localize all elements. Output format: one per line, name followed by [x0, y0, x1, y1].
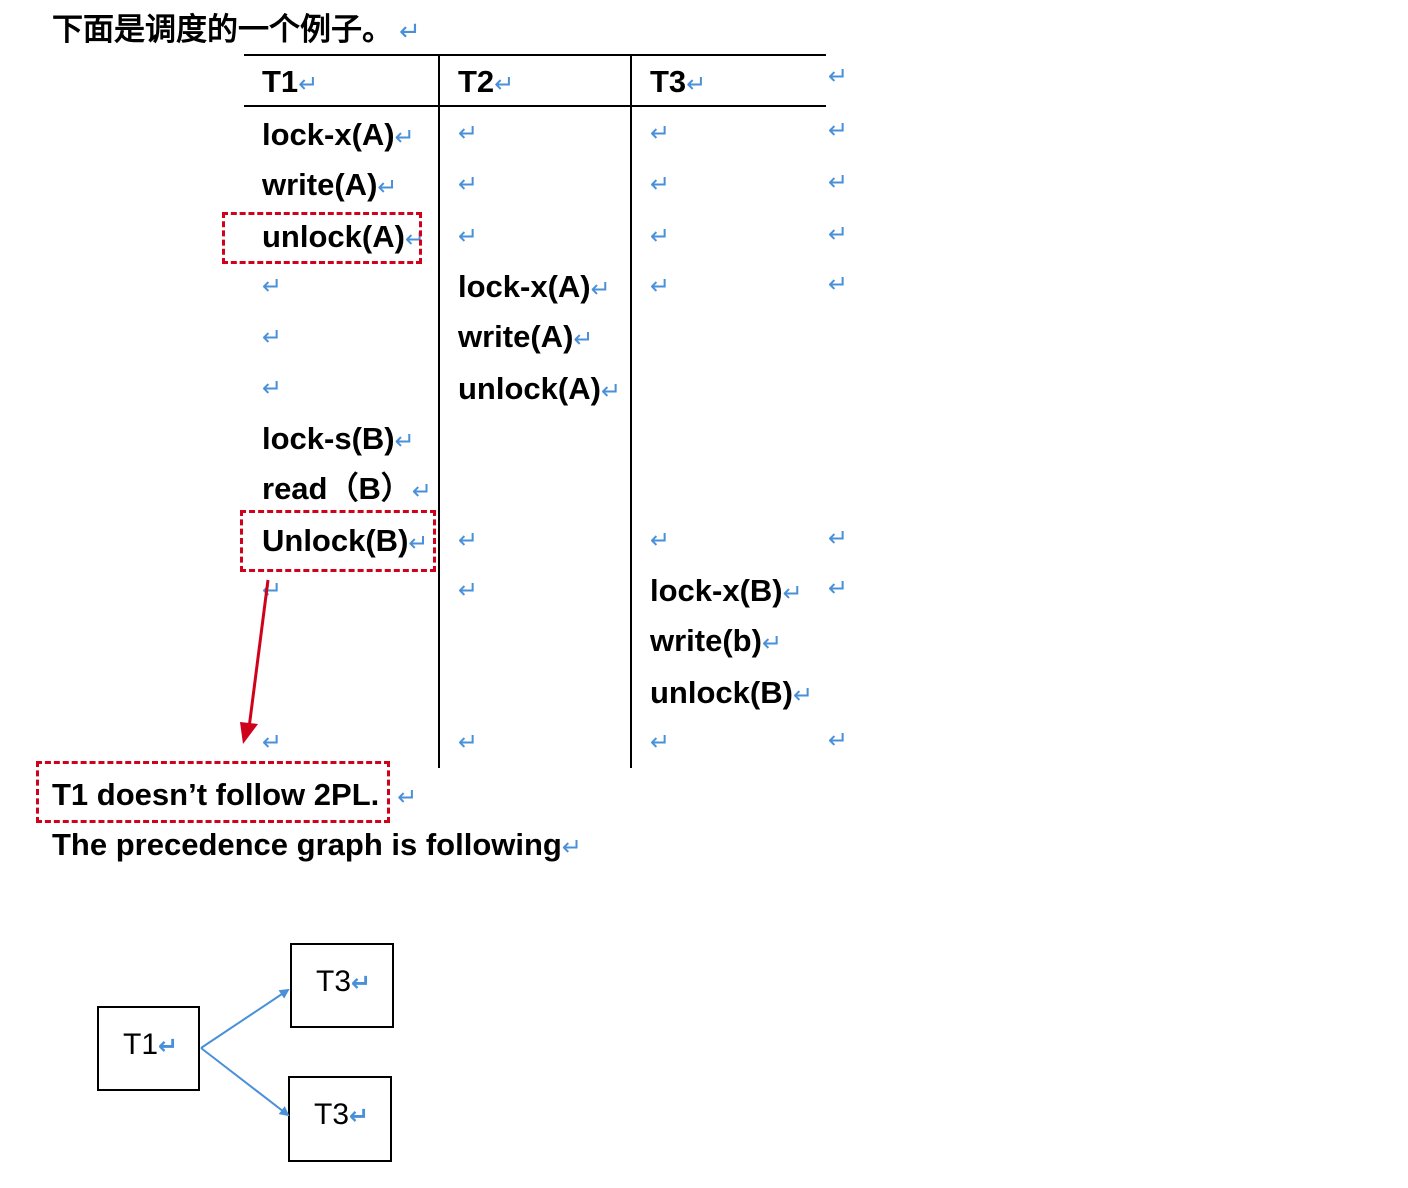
graph-node-t3-bottom: T3↵ — [288, 1076, 392, 1162]
table-column-divider-2 — [630, 54, 632, 768]
graph-caption: The precedence graph is following↵ — [52, 827, 582, 862]
paragraph-mark-icon: ↵ — [828, 270, 849, 298]
paragraph-mark-icon: ↵ — [792, 681, 814, 709]
paragraph-mark-icon: ↵ — [828, 574, 849, 602]
t3-op: lock-x(B)↵ — [650, 573, 803, 608]
paragraph-mark-icon: ↵ — [394, 123, 415, 151]
paragraph-mark-icon: ↵ — [573, 325, 594, 353]
t3-op: write(b)↵ — [650, 623, 783, 658]
paragraph-mark-icon: ↵ — [458, 119, 479, 147]
paragraph-mark-icon: ↵ — [397, 783, 418, 811]
column-header-t3: T3↵ — [650, 64, 707, 99]
paragraph-mark-icon: ↵ — [828, 220, 849, 248]
paragraph-mark-icon: ↵ — [458, 526, 479, 554]
paragraph-mark-icon: ↵ — [650, 526, 671, 554]
t2-op: write(A)↵ — [458, 319, 594, 354]
t2-op: lock-x(A)↵ — [458, 269, 611, 304]
paragraph-mark-icon: ↵ — [650, 728, 671, 756]
paragraph-mark-icon: ↵ — [399, 17, 421, 47]
paragraph-mark-icon: ↵ — [590, 275, 611, 303]
paragraph-mark-icon: ↵ — [298, 70, 319, 98]
paragraph-mark-icon: ↵ — [458, 170, 479, 198]
column-header-t2: T2↵ — [458, 64, 515, 99]
paragraph-mark-icon: ↵ — [262, 272, 283, 300]
column-header-t1: T1↵ — [262, 64, 319, 99]
page-heading: 下面是调度的一个例子。↵ — [52, 10, 421, 52]
paragraph-mark-icon: ↵ — [828, 168, 849, 196]
paragraph-mark-icon: ↵ — [262, 728, 283, 756]
t1-op: lock-x(A)↵ — [262, 117, 415, 152]
paragraph-mark-icon: ↵ — [600, 377, 622, 405]
paragraph-mark-icon: ↵ — [349, 1102, 370, 1130]
paragraph-mark-icon: ↵ — [458, 222, 479, 250]
paragraph-mark-icon: ↵ — [650, 222, 671, 250]
paragraph-mark-icon: ↵ — [761, 629, 783, 657]
table-header-rule — [244, 105, 826, 107]
table-column-divider-1 — [438, 54, 440, 768]
t1-op: Unlock(B)↵ — [262, 523, 429, 558]
t2-op: unlock(A)↵ — [458, 371, 622, 406]
t1-op: read（B）↵ — [262, 471, 432, 506]
paragraph-mark-icon: ↵ — [828, 62, 849, 90]
paragraph-mark-icon: ↵ — [394, 427, 415, 455]
paragraph-mark-icon: ↵ — [650, 119, 671, 147]
paragraph-mark-icon: ↵ — [408, 529, 429, 557]
t1-op: lock-s(B)↵ — [262, 421, 415, 456]
note-2pl: T1 doesn’t follow 2PL.↵ — [52, 777, 418, 812]
paragraph-mark-icon: ↵ — [411, 477, 432, 505]
paragraph-mark-icon: ↵ — [782, 579, 803, 607]
highlight-box-note — [36, 761, 390, 823]
paragraph-mark-icon: ↵ — [828, 726, 849, 754]
heading-text: 下面是调度的一个例子。 — [52, 12, 393, 48]
paragraph-mark-icon: ↵ — [262, 374, 283, 402]
paragraph-mark-icon: ↵ — [686, 70, 707, 98]
paragraph-mark-icon: ↵ — [650, 272, 671, 300]
paragraph-mark-icon: ↵ — [351, 969, 372, 997]
red-arrow-head — [240, 722, 258, 744]
paragraph-mark-icon: ↵ — [458, 576, 479, 604]
t1-op: write(A)↵ — [262, 167, 398, 202]
highlight-box-unlock-b — [240, 510, 436, 572]
table-top-rule — [244, 54, 826, 56]
paragraph-mark-icon: ↵ — [828, 524, 849, 552]
t3-op: unlock(B)↵ — [650, 675, 814, 710]
paragraph-mark-icon: ↵ — [377, 173, 398, 201]
graph-edge-t1-to-t3-top — [200, 988, 290, 1049]
graph-node-t1: T1↵ — [97, 1006, 200, 1091]
paragraph-mark-icon: ↵ — [262, 576, 283, 604]
paragraph-mark-icon: ↵ — [650, 170, 671, 198]
paragraph-mark-icon: ↵ — [828, 116, 849, 144]
highlight-box-unlock-a — [222, 212, 422, 264]
paragraph-mark-icon: ↵ — [262, 323, 283, 351]
paragraph-mark-icon: ↵ — [494, 70, 515, 98]
paragraph-mark-icon: ↵ — [561, 833, 582, 861]
paragraph-mark-icon: ↵ — [158, 1032, 179, 1060]
graph-node-t3-top: T3↵ — [290, 943, 394, 1028]
paragraph-mark-icon: ↵ — [458, 728, 479, 756]
graph-edge-t1-to-t3-bottom — [200, 1047, 290, 1117]
